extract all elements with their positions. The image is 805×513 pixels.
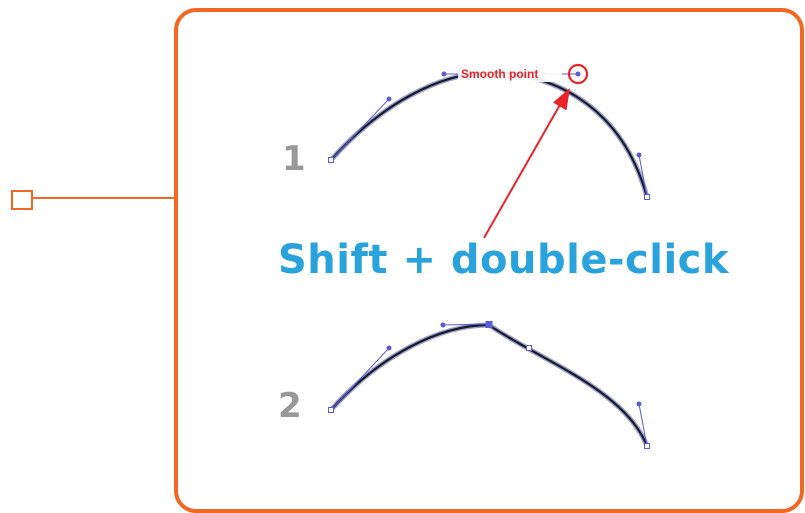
curve-1-handle-dot-right	[636, 152, 642, 158]
curve-1: Smooth point	[328, 63, 650, 200]
pointer-arrow-icon	[483, 88, 570, 239]
curve-2-path	[328, 322, 650, 449]
callout-marker-icon	[11, 190, 33, 210]
curve-2-path-core	[329, 323, 649, 448]
curve-2-handle-line-right	[638, 403, 648, 447]
curve-1-path-core	[329, 71, 649, 199]
callout-connector	[33, 197, 177, 199]
curve-2-handle-dot-left	[386, 345, 392, 351]
smooth-point-label-bg	[458, 65, 562, 82]
curve-2-anchor-end	[644, 443, 650, 449]
curve-1-handle-dot-top-left	[441, 71, 447, 77]
smooth-point-label: Smooth point	[461, 67, 538, 81]
smooth-point-highlight-icon	[567, 63, 589, 85]
curve-1-anchor-start	[328, 157, 334, 163]
action-instruction: Shift + double-click	[278, 237, 729, 283]
tutorial-panel: 1 2 Shift + double-click	[174, 8, 804, 513]
step-number-2: 2	[278, 386, 302, 426]
curve-2-handle-dot-top	[440, 322, 446, 328]
curve-1-handle-line-right	[638, 154, 648, 198]
curve-1-handle-line-left	[330, 98, 390, 161]
curve-1-handle-dot-left	[386, 96, 392, 102]
curve-1-anchor-end	[644, 194, 650, 200]
curve-2-anchor-start	[328, 407, 334, 413]
curve-2-handle-line-top	[442, 323, 490, 326]
step-number-1: 1	[282, 139, 306, 179]
curve-2-anchor-corner	[485, 321, 493, 328]
curve-2-anchor-mid	[526, 345, 532, 351]
curve-2-handle-line-left	[330, 347, 390, 411]
curve-2-handle-dot-right	[636, 401, 642, 407]
curve-2	[328, 321, 650, 449]
curve-1-handle-dot-top-right	[575, 71, 581, 77]
curve-1-path	[328, 70, 650, 200]
